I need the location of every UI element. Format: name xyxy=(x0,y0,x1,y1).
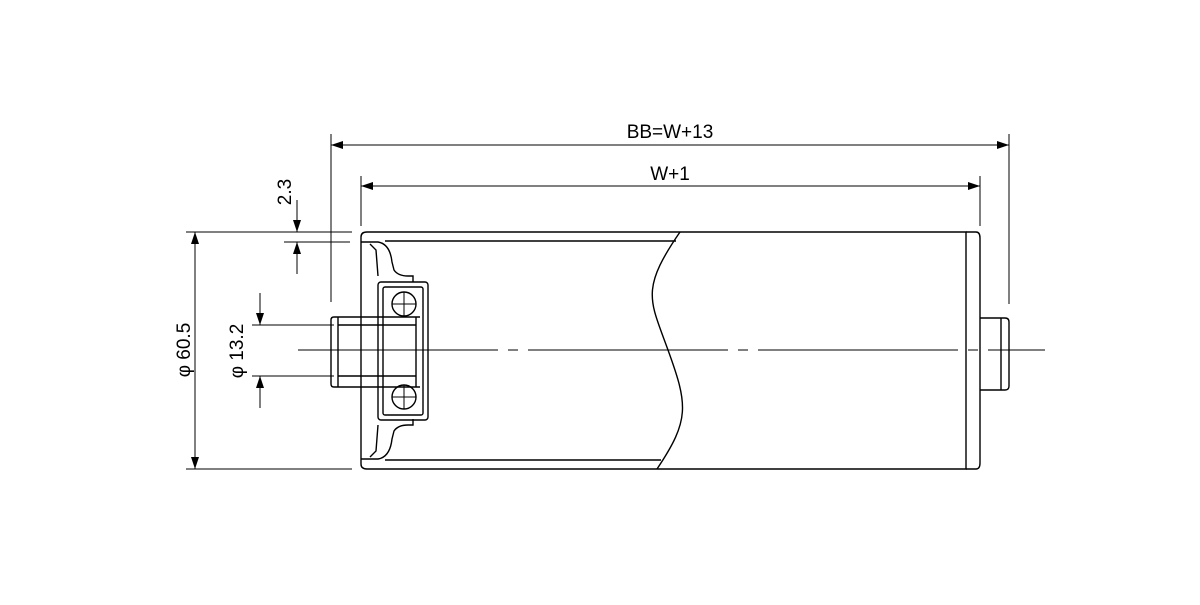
label-tube-diameter: φ 60.5 xyxy=(174,323,195,378)
shaft-outline-right xyxy=(980,317,1010,391)
housing-inner-top xyxy=(369,243,379,277)
dim-overall-length: BB=W+13 xyxy=(330,122,1010,304)
housing-profile-bottom xyxy=(361,419,414,460)
dim-tube-length: W+1 xyxy=(360,164,981,226)
bearing-outer xyxy=(377,281,429,421)
shaft-outline-left xyxy=(330,316,420,388)
right-shaft xyxy=(980,317,1010,391)
label-tube-length: W+1 xyxy=(650,164,690,185)
roller-tube xyxy=(360,231,981,470)
bearing-inner xyxy=(382,286,424,416)
dim-shaft-diameter: φ 13.2 xyxy=(227,293,334,408)
end-cap-housing xyxy=(361,241,414,460)
dim-tube-diameter: φ 60.5 xyxy=(174,231,352,470)
housing-profile-top xyxy=(361,241,414,282)
bearing xyxy=(377,281,429,421)
left-shaft xyxy=(330,316,420,388)
label-wall-thickness: 2.3 xyxy=(275,179,296,205)
label-overall-length: BB=W+13 xyxy=(627,122,714,143)
break-line xyxy=(651,231,684,470)
tube-right-end xyxy=(966,231,981,470)
dim-wall-thickness: 2.3 xyxy=(275,179,350,274)
label-shaft-diameter: φ 13.2 xyxy=(227,324,248,379)
housing-inner-bottom xyxy=(369,424,379,458)
